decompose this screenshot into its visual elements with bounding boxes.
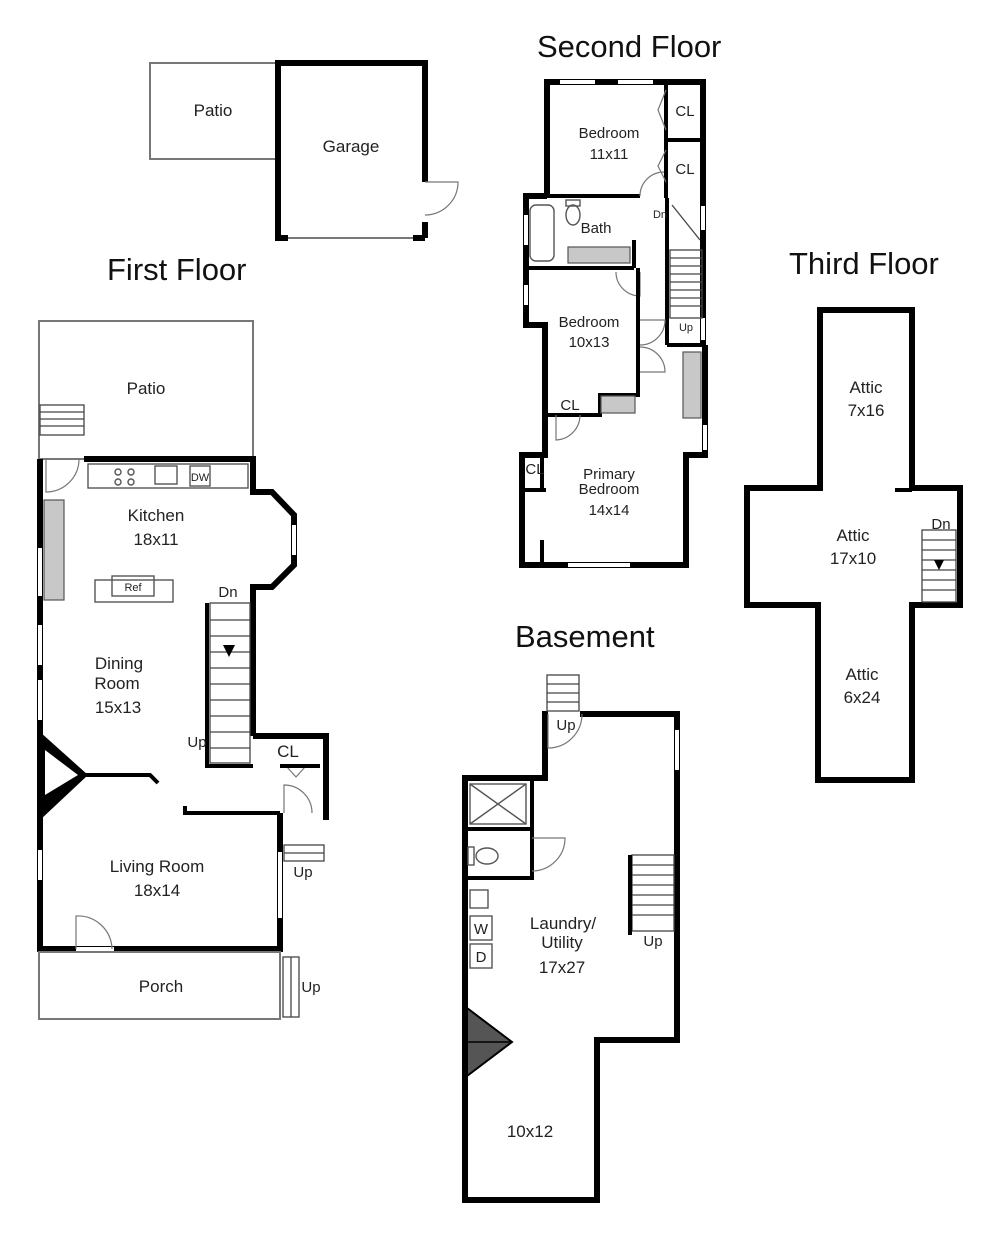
dishwasher xyxy=(189,465,211,487)
dishwasher-label: DW xyxy=(191,472,210,484)
dryer-label: D xyxy=(476,949,487,966)
second-floor-title: Second Floor xyxy=(537,29,721,64)
patio-label: Patio xyxy=(127,379,166,398)
second-north-wall xyxy=(544,79,706,345)
third-floor: Dn Attic 7x16 Attic 17x10 Attic 6x24 xyxy=(744,307,963,783)
kitchen-side-counter xyxy=(43,499,65,601)
living-north-wall xyxy=(183,806,280,815)
patio-door-swing xyxy=(45,458,80,493)
dining-name-2: Room xyxy=(94,674,139,693)
third-floor-stair xyxy=(921,529,957,603)
basement-up-side: Up xyxy=(643,933,662,950)
closet2-label: CL xyxy=(675,161,694,178)
bedroom1-size: 11x11 xyxy=(590,146,629,163)
hall-cabinet xyxy=(682,351,702,419)
primary-name-2: Bedroom xyxy=(579,481,640,498)
second-stair-dn: Dn xyxy=(653,209,667,221)
garage-side-door-swing xyxy=(424,181,459,216)
basement-room-size: 10x12 xyxy=(507,1122,553,1141)
living-size: 18x14 xyxy=(134,881,180,900)
first-closet-label: CL xyxy=(277,742,299,761)
bedroom2-name: Bedroom xyxy=(559,314,620,331)
basement-title: Basement xyxy=(515,619,655,654)
basement-toilet xyxy=(475,847,499,865)
primary-size: 14x14 xyxy=(589,502,630,519)
first-stair-up: Up xyxy=(187,734,206,751)
first-stair-dn: Dn xyxy=(218,584,237,601)
first-floor: Patio DW Ref Kitchen xyxy=(37,320,329,1020)
patio-top-label: Patio xyxy=(194,101,233,120)
second-west-upper-wall xyxy=(523,193,548,398)
bedroom1-name: Bedroom xyxy=(579,125,640,142)
refrigerator-label: Ref xyxy=(124,582,142,594)
dining-size: 15x13 xyxy=(95,698,141,717)
dryer xyxy=(469,943,493,969)
attic2-size: 17x10 xyxy=(830,549,876,568)
garage-area: Patio Garage xyxy=(149,60,459,241)
closet4-label: CL xyxy=(525,461,544,478)
first-floor-title: First Floor xyxy=(107,252,247,287)
first-floor-stair xyxy=(209,602,251,764)
refrigerator xyxy=(111,575,155,597)
kitchen-name: Kitchen xyxy=(128,506,185,525)
closet-wall xyxy=(253,733,329,820)
shower xyxy=(469,783,527,825)
bedroom2-size: 10x13 xyxy=(569,334,610,351)
front-door-swing xyxy=(75,915,113,950)
bath-label: Bath xyxy=(581,220,612,237)
second-south-wall xyxy=(519,345,708,568)
toilet xyxy=(565,204,581,226)
basement-up-top: Up xyxy=(556,717,575,734)
bathtub xyxy=(529,204,555,262)
attic1-name: Attic xyxy=(849,378,883,397)
second-stair-up: Up xyxy=(679,322,693,334)
kitchen-size: 18x11 xyxy=(133,530,178,549)
kitchen-island xyxy=(94,579,174,603)
attic3-name: Attic xyxy=(845,665,879,684)
entry-door-swing xyxy=(283,784,313,814)
washer-label: W xyxy=(474,921,489,938)
attic1-size: 7x16 xyxy=(848,401,885,420)
second-floor-stair xyxy=(669,249,703,319)
dining-name-1: Dining xyxy=(95,654,143,673)
entry-up: Up xyxy=(293,864,312,881)
porch-label: Porch xyxy=(139,977,183,996)
kitchen-sink xyxy=(154,465,178,485)
primary-name-1: Primary xyxy=(583,466,635,483)
porch-outline xyxy=(38,951,281,1020)
washer xyxy=(469,915,493,941)
attic3-size: 6x24 xyxy=(844,688,881,707)
laundry-name-1: Laundry/ xyxy=(530,914,596,933)
garage-wall xyxy=(275,60,428,241)
closet3-label: CL xyxy=(560,397,579,414)
basement-outline xyxy=(462,711,680,1203)
first-floor-north-east-wall xyxy=(84,456,297,600)
patio-steps xyxy=(39,404,85,436)
utility-sink xyxy=(469,889,489,909)
third-floor-title: Third Floor xyxy=(789,246,939,281)
bath-vanity xyxy=(567,246,631,264)
attic2-name: Attic xyxy=(836,526,870,545)
porch-up: Up xyxy=(301,979,320,996)
garage-label: Garage xyxy=(323,137,380,156)
second-floor: CL CL Bedroom 11x11 Bath Dn Up Bed xyxy=(519,79,708,568)
third-stair-dn: Dn xyxy=(931,516,950,533)
living-name: Living Room xyxy=(110,857,205,876)
closet1-label: CL xyxy=(675,103,694,120)
basement-side-stair xyxy=(631,854,675,932)
kitchen-counter xyxy=(87,463,249,489)
stair-down-arrow xyxy=(223,645,235,657)
laundry-name-2: Utility xyxy=(541,933,583,952)
basement: Up W D Up Laundry/ Utility 17x27 10x12 xyxy=(462,674,680,1203)
laundry-size: 17x27 xyxy=(539,958,585,977)
closet-door-swing xyxy=(286,766,306,778)
stair-west-wall xyxy=(205,603,253,768)
